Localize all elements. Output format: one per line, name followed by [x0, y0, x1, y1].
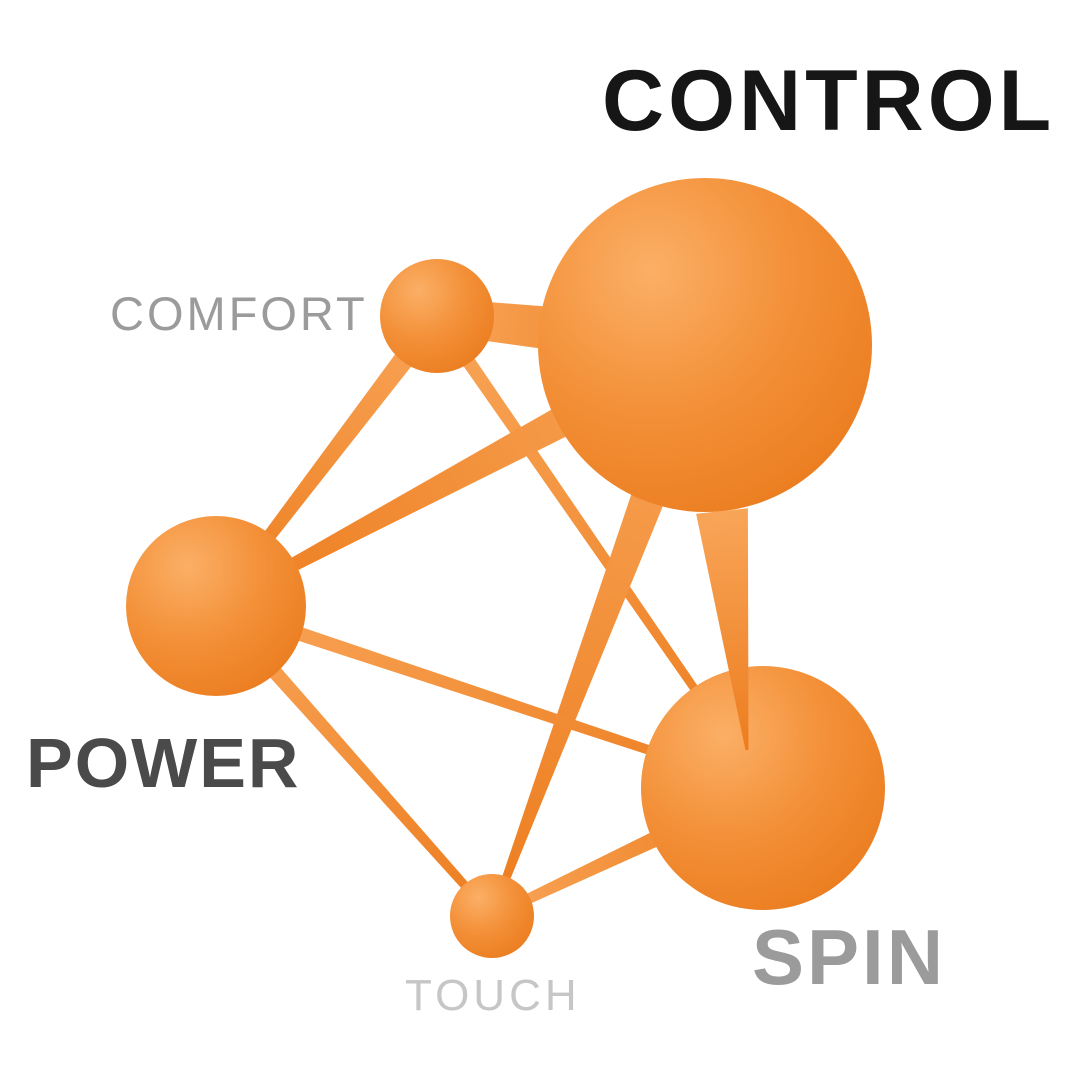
node-control: [538, 178, 872, 512]
label-spin: SPIN: [752, 913, 947, 1001]
edge-control-spin: [696, 508, 749, 751]
node-power: [126, 516, 306, 696]
edge-power-touch: [210, 600, 495, 919]
label-control: CONTROL: [602, 53, 1056, 149]
node-spin: [641, 666, 885, 910]
edge-power-spin: [213, 598, 765, 792]
label-comfort: COMFORT: [110, 287, 368, 340]
node-comfort: [380, 259, 494, 373]
label-touch: TOUCH: [405, 971, 581, 1020]
edge-comfort-power: [212, 309, 446, 609]
label-power: POWER: [26, 724, 301, 802]
node-touch: [450, 874, 534, 958]
